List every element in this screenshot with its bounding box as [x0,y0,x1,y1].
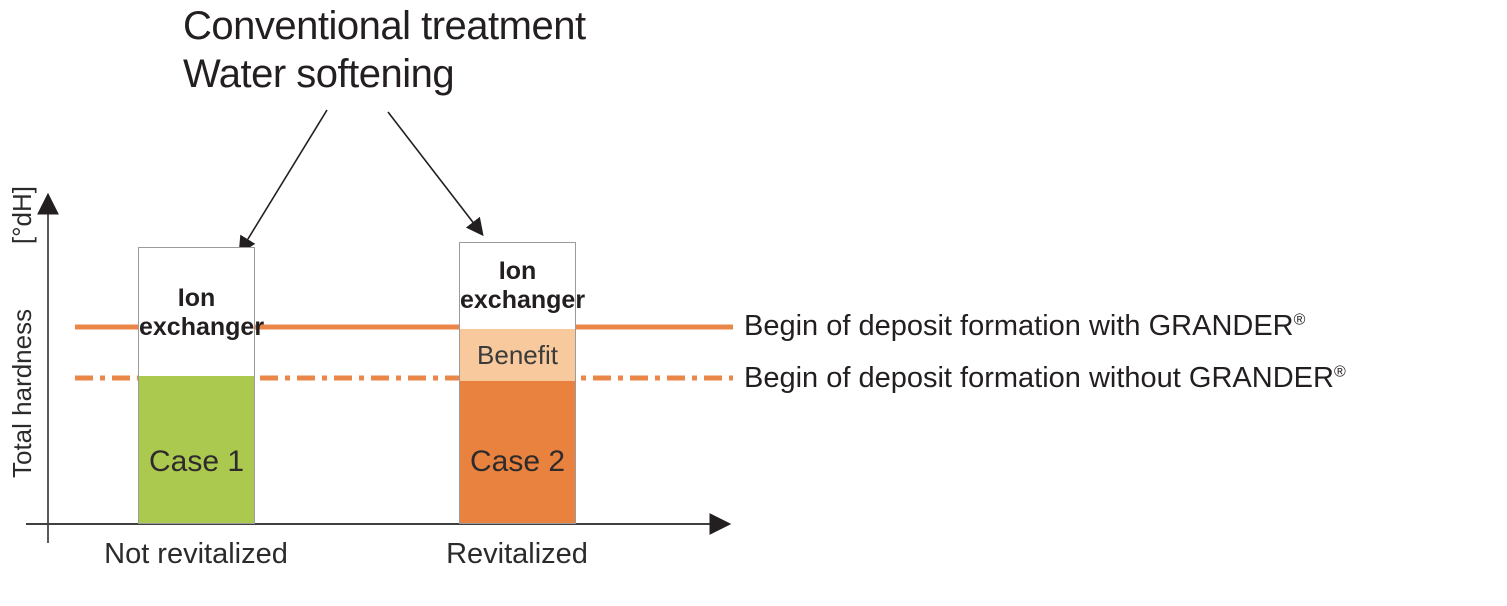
chart-title: Conventional treatment Water softening [183,2,586,98]
reference-line-text-without: Begin of deposit formation without GRAND… [744,362,1334,394]
reference-line-label-without-grander: Begin of deposit formation without GRAND… [744,362,1346,395]
bar-fill-green: Case 1 [139,376,254,523]
case-2-label: Case 2 [469,445,566,478]
registered-mark: ® [1293,311,1306,329]
bar-case-1: Ion exchanger Case 1 [138,247,265,524]
y-axis-unit: [°dH] [7,186,37,245]
ion-exchanger-label-case1: Ion exchanger [139,284,265,341]
y-axis-title: Total hardness [7,308,37,478]
chart-title-line-1: Conventional treatment [183,4,586,48]
chart-title-line-2: Water softening [183,52,455,96]
ion-exchanger-label-case2: Ion exchanger [460,257,586,314]
x-category-revitalized: Revitalized [446,538,588,570]
bar-case-2: Ion exchanger Benefit Case 2 [459,242,586,524]
reference-line-text-with: Begin of deposit formation with GRANDER [744,310,1294,342]
x-category-not-revitalized: Not revitalized [104,538,288,570]
reference-line-label-with-grander: Begin of deposit formation with GRANDER® [744,310,1305,343]
title-arrow-to-case1 [238,109,328,255]
registered-mark: ® [1333,363,1346,381]
title-arrow-to-case2 [387,111,484,237]
bar-fill-orange: Case 2 [460,381,575,523]
case-1-label: Case 1 [148,445,245,478]
y-axis-label: Total hardness [°dH] [7,186,38,478]
benefit-label: Benefit [477,339,558,370]
benefit-band: Benefit [460,329,575,381]
